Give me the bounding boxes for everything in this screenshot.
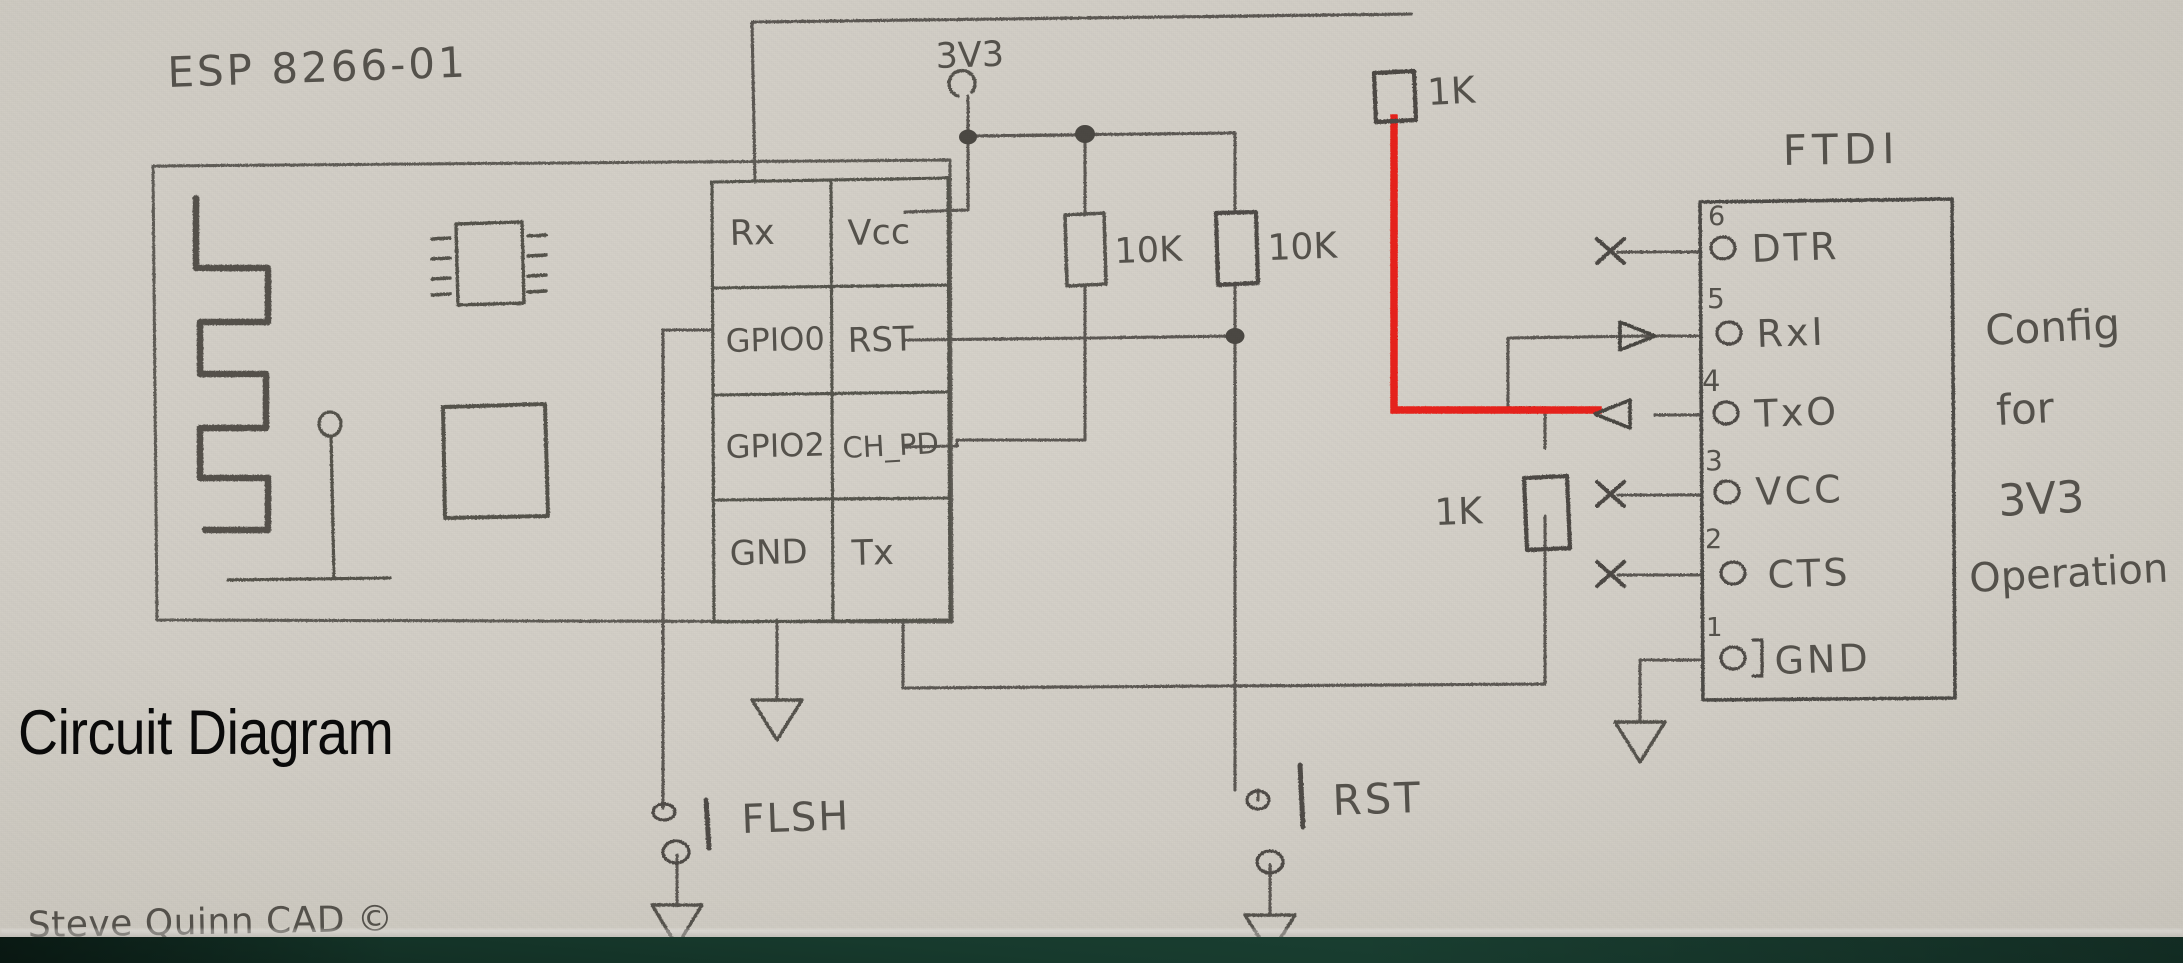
overlay-title: Circuit Diagram — [18, 698, 394, 768]
pushbutton-rst-label: RST — [1332, 773, 1424, 825]
resistor-r4-label: 1K — [1434, 489, 1485, 534]
ground-icon-flsh — [650, 903, 704, 948]
esp-pin-left-2: GPIO2 — [725, 425, 825, 466]
wire-r4-top-to-rxi — [1506, 334, 1650, 450]
resistor-r3 — [1371, 68, 1419, 125]
wire-tx-bottom-rail — [901, 618, 1547, 690]
rst-terminal-top — [1245, 789, 1271, 811]
signal-direction-arrows — [1593, 320, 1657, 430]
wire-3v3-bus — [966, 131, 1237, 215]
flsh-terminal-bottom — [661, 839, 691, 865]
rst-contact-bar — [1297, 762, 1306, 830]
note-line-1: Config — [1984, 299, 2121, 355]
ftdi-pin-number-4: 4 — [1702, 364, 1720, 398]
red-wire-path — [1390, 114, 1602, 414]
ftdi-pin-number-5: 5 — [1707, 282, 1725, 315]
ground-icon-esp-gnd — [750, 698, 804, 742]
wire-network — [661, 12, 1702, 917]
wire-rst-stub — [903, 334, 1237, 342]
note-line-3: 3V3 — [1997, 472, 2086, 527]
red-wire-txo — [1390, 114, 1602, 414]
esp-pin-right-2: CH_PD — [842, 426, 940, 465]
ftdi-pin-name-6: DTR — [1751, 224, 1840, 271]
ground-icon-ftdi — [1613, 720, 1667, 764]
pushbutton-flsh[interactable]: FLSH — [651, 793, 851, 865]
ftdi-pin-name-2: CTS — [1767, 550, 1851, 597]
ftdi-connector-box — [1698, 197, 1957, 702]
no-connect-markers — [1595, 237, 1626, 588]
resistor-r1-label: 10K — [1114, 230, 1184, 272]
wire-3v3-bus-b — [966, 133, 1087, 217]
ftdi-pin-name-5: RxI — [1756, 310, 1827, 356]
resistor-r3-label: 1K — [1426, 68, 1478, 114]
note-line-2: for — [1995, 383, 2056, 435]
esp-module-outline — [151, 158, 954, 624]
esp-pin-left-3: GND — [729, 532, 808, 574]
supply-terminal-3v3 — [947, 68, 977, 98]
led-via-icon — [226, 410, 392, 582]
pushbutton-rst[interactable]: RST — [1245, 762, 1424, 875]
arrow-right-icon-rxi — [1618, 320, 1657, 352]
ftdi-pin-name-1: GND — [1774, 636, 1872, 683]
ic-chip-icon — [430, 220, 548, 307]
ftdi-pin-name-4: TxO — [1753, 389, 1840, 436]
wire-chpd-stub — [903, 438, 959, 449]
arrow-left-icon-txo — [1593, 398, 1632, 430]
wire-top-rail — [750, 12, 1413, 184]
junction-dots — [959, 125, 1245, 344]
esp-pin-right-3: Tx — [850, 533, 894, 574]
x-icon-dtr — [1595, 237, 1626, 265]
ftdi-pin-number-1: 1 — [1706, 613, 1723, 643]
esp-pin-left-0: Rx — [729, 213, 775, 254]
esp-pin-right-1: RST — [847, 319, 914, 361]
desk-edge — [0, 937, 2183, 963]
resistor-r2-label: 10K — [1267, 226, 1339, 269]
ftdi-pin-number-3: 3 — [1705, 444, 1723, 477]
esp-module-title: ESP 8266-01 — [167, 38, 469, 97]
ftdi-pin-number-2: 2 — [1705, 524, 1722, 555]
ftdi-pins: 6 DTR 5 RxI 4 TxO 3 VCC 2 — [1702, 201, 1871, 683]
resistor-r4 — [1521, 473, 1573, 553]
supply-label-3v3: 3V3 — [935, 35, 1005, 77]
flash-chip-icon — [441, 402, 550, 520]
rst-terminal-bottom — [1255, 849, 1285, 875]
junction-r1-top — [1075, 125, 1095, 143]
note-config-3v3: Config for 3V3 Operation — [1968, 299, 2169, 602]
pushbutton-flsh-label: FLSH — [741, 793, 851, 843]
x-icon-vcc — [1595, 480, 1626, 508]
resistor-r2 — [1213, 209, 1261, 288]
junction-3v3 — [959, 129, 977, 145]
x-icon-cts — [1595, 560, 1626, 588]
junction-rst-node — [1225, 328, 1245, 344]
esp-pin-table — [710, 176, 952, 624]
wire-vcc-stub — [903, 134, 970, 214]
ftdi-title: FTDI — [1782, 124, 1901, 175]
esp-pin-right-0: Vcc — [847, 212, 910, 254]
flsh-terminal-top — [651, 802, 677, 822]
pcb-antenna-icon — [192, 194, 272, 534]
resistor-r1 — [1063, 211, 1108, 288]
note-line-4: Operation — [1968, 546, 2169, 602]
flsh-contact-bar — [703, 797, 712, 851]
wire-r1-to-chpd — [955, 283, 1087, 442]
ftdi-pin-number-6: 6 — [1708, 201, 1725, 232]
ftdi-pin-name-3: VCC — [1755, 467, 1845, 514]
wire-ftdi-gnd-lead — [1638, 658, 1702, 692]
esp-pin-labels: Rx GPIO0 GPIO2 GND Vcc RST CH_PD Tx — [725, 212, 939, 574]
esp-pin-left-1: GPIO0 — [725, 319, 825, 360]
